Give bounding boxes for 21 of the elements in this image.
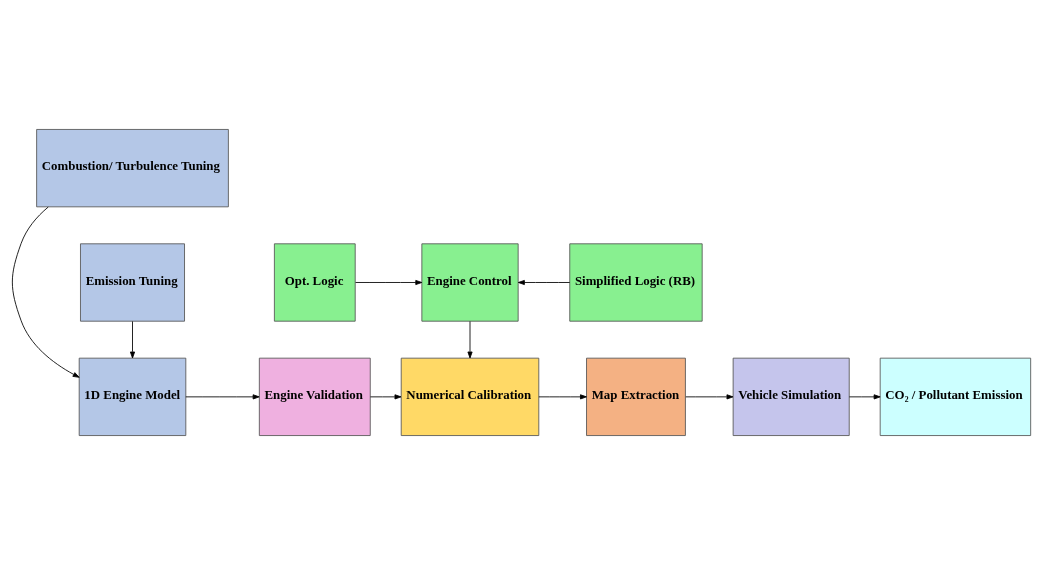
node-box: Simplified Logic (RB) xyxy=(569,243,703,322)
arrow xyxy=(848,394,881,400)
arrow xyxy=(538,394,587,400)
node-box: Vehicle Simulation xyxy=(732,357,850,436)
node-box: Map Extraction xyxy=(586,357,686,436)
node-box: CO₂ / Pollutant Emission xyxy=(879,357,1032,436)
arrow xyxy=(370,394,402,400)
node-box: Combustion/ Turbulence Tuning xyxy=(36,129,229,208)
node-box: Engine Validation xyxy=(258,357,371,436)
arrow xyxy=(355,279,423,286)
arrow xyxy=(685,394,734,400)
node-box: Opt. Logic xyxy=(273,243,356,322)
arrow xyxy=(11,206,80,378)
node-box: 1D Engine Model xyxy=(78,357,187,436)
node-box: Emission Tuning xyxy=(80,243,185,322)
arrow xyxy=(129,321,136,359)
node-box: Numerical Calibration xyxy=(400,357,540,436)
arrow xyxy=(467,321,473,359)
node-box: Engine Control xyxy=(421,243,519,322)
arrow xyxy=(185,394,260,400)
arrow xyxy=(517,279,571,286)
